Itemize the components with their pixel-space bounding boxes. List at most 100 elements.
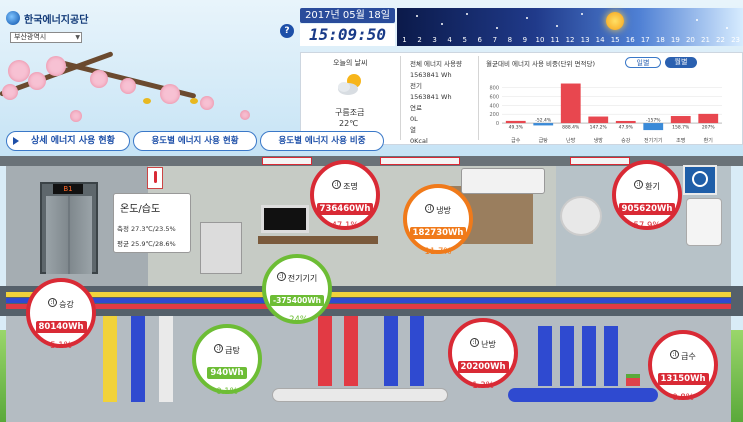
bubble-watersupply[interactable]: :(급수 13150Wh 0.8% <box>648 330 718 403</box>
x-tick-label: 급탕 <box>539 137 549 144</box>
bubble-heating[interactable]: :(난방 20200Wh 1.3% <box>448 318 518 391</box>
hour-label: 6 <box>477 36 482 44</box>
bubble-lighting[interactable]: :(조명 736460Wh 47.1% <box>310 160 380 231</box>
bubble-value: 20200Wh <box>457 361 509 373</box>
desk <box>258 236 378 244</box>
x-tick-label: 환기 <box>704 137 713 144</box>
energy-list-item: 전기 <box>410 82 422 90</box>
pipe <box>6 298 731 303</box>
usage-bar-chart: 020040060080049.3%급수-52.4%급탕888.4%난방147.… <box>489 83 722 144</box>
bar <box>533 123 554 126</box>
energy-list-item: 1563841 Wh <box>410 93 452 101</box>
bubble-value: 80140Wh <box>35 321 87 333</box>
bar <box>560 83 581 124</box>
energy-list-item: 연료 <box>410 104 422 112</box>
frown-icon: :( <box>48 298 58 307</box>
tab-label: 상세 에너지 사용 현황 <box>31 136 115 146</box>
chevron-down-icon: ▼ <box>75 34 80 41</box>
hour-label: 3 <box>432 36 437 44</box>
pipe <box>508 388 658 402</box>
play-icon <box>13 137 19 145</box>
usage-chart-title: 월균대비 에너지 사용 비중(단위 면적당) <box>486 60 596 68</box>
bubble-ventilation[interactable]: :(환기 905620Wh 57.9% <box>612 160 682 231</box>
frown-icon: :( <box>670 350 680 359</box>
tab-detail-usage[interactable]: 상세 에너지 사용 현황 <box>6 131 130 151</box>
hour-timeline <box>397 8 743 46</box>
temp-card-title: 온도/습도 <box>120 204 161 215</box>
energy-list-item: 열 <box>410 126 416 134</box>
hour-label: 14 <box>595 36 605 44</box>
data-label: 158.7% <box>672 125 690 131</box>
pipe <box>6 304 731 309</box>
bubble-cooling[interactable]: :(냉방 182730Wh 11.7% <box>403 184 473 257</box>
hour-label: 20 <box>685 36 695 44</box>
hour-label: 5 <box>462 36 467 44</box>
tab-usage-share-by-purpose[interactable]: 용도별 에너지 사용 비중 <box>260 131 384 151</box>
panel-divider <box>400 56 401 140</box>
x-tick-label: 전기기기 <box>644 137 662 144</box>
temp-measured: 측정 27.3℃/23.5% <box>117 225 176 233</box>
pipe <box>131 316 145 402</box>
monthly-button[interactable]: 월별 <box>665 57 697 68</box>
hour-label: 13 <box>580 36 590 44</box>
blossom <box>90 70 108 88</box>
weather-temperature: 22℃ <box>339 119 359 128</box>
logo-text: 한국에너지공단 <box>24 14 89 26</box>
hour-label: 15 <box>610 36 620 44</box>
tab-usage-by-purpose[interactable]: 용도별 에너지 사용 현황 <box>133 131 257 151</box>
y-tick-label: 800 <box>489 85 499 91</box>
data-label: 49.3% <box>509 125 524 131</box>
region-select[interactable]: 부산광역시 ▼ <box>10 32 82 43</box>
pipe <box>6 292 731 297</box>
x-tick-label: 승강 <box>621 137 631 144</box>
bubble-value: 182730Wh <box>409 227 467 239</box>
monitor-icon <box>261 205 309 233</box>
agency-logo[interactable]: 한국에너지공단 <box>6 8 106 28</box>
bubble-name: 환기 <box>645 182 660 191</box>
plant-pot <box>626 374 640 386</box>
data-label: 47.9% <box>619 125 634 131</box>
hour-label: 12 <box>565 36 575 44</box>
pipe <box>344 316 358 386</box>
energy-list-item: 0Kcal <box>410 137 428 145</box>
blossom <box>28 72 46 90</box>
blossom <box>200 96 214 110</box>
elevator-floor-indicator: B1 <box>53 184 83 194</box>
y-tick-label: 0 <box>496 121 499 127</box>
bubble-appliance[interactable]: :)전기기기 -375400Wh -24% <box>262 254 332 325</box>
bar <box>505 120 526 124</box>
clock-display: 15:09:50 <box>300 24 395 46</box>
hour-label: 19 <box>670 36 680 44</box>
blossom <box>46 56 66 76</box>
daily-button[interactable]: 일별 <box>625 57 661 68</box>
help-button[interactable]: ? <box>280 24 294 38</box>
hour-label: 18 <box>655 36 665 44</box>
bubble-hotwater[interactable]: :)급탕 940Wh 0.1% <box>192 324 262 397</box>
bubble-value: 13150Wh <box>657 373 709 385</box>
bubble-value: -375400Wh <box>269 295 325 306</box>
pipe <box>272 388 448 402</box>
hour-label: 17 <box>640 36 650 44</box>
bar <box>670 116 691 124</box>
data-label: -52.4% <box>535 118 552 124</box>
x-tick-label: 난방 <box>566 137 576 144</box>
frown-icon: :( <box>332 180 342 189</box>
ventilation-fan-icon <box>683 165 717 195</box>
pump-unit <box>604 326 618 386</box>
light-fixture <box>570 157 630 165</box>
logo-icon <box>6 11 20 25</box>
energy-list-item: 1563841 Wh <box>410 71 452 79</box>
bubble-name: 급수 <box>681 352 696 361</box>
smile-icon: :) <box>276 272 286 281</box>
air-conditioner-icon <box>461 168 545 194</box>
smile-icon: :) <box>214 344 224 353</box>
bubble-elevator[interactable]: :(승강 80140Wh 5.1% <box>26 278 96 351</box>
energy-list-item: 0L <box>410 115 418 123</box>
pump-unit <box>582 326 596 386</box>
hour-label: 1 <box>402 36 407 44</box>
hour-label: 10 <box>535 36 545 44</box>
boiler-icon <box>560 196 602 236</box>
hour-label: 11 <box>550 36 560 44</box>
hour-label: 9 <box>522 36 528 44</box>
data-label: 888.4% <box>562 125 580 131</box>
